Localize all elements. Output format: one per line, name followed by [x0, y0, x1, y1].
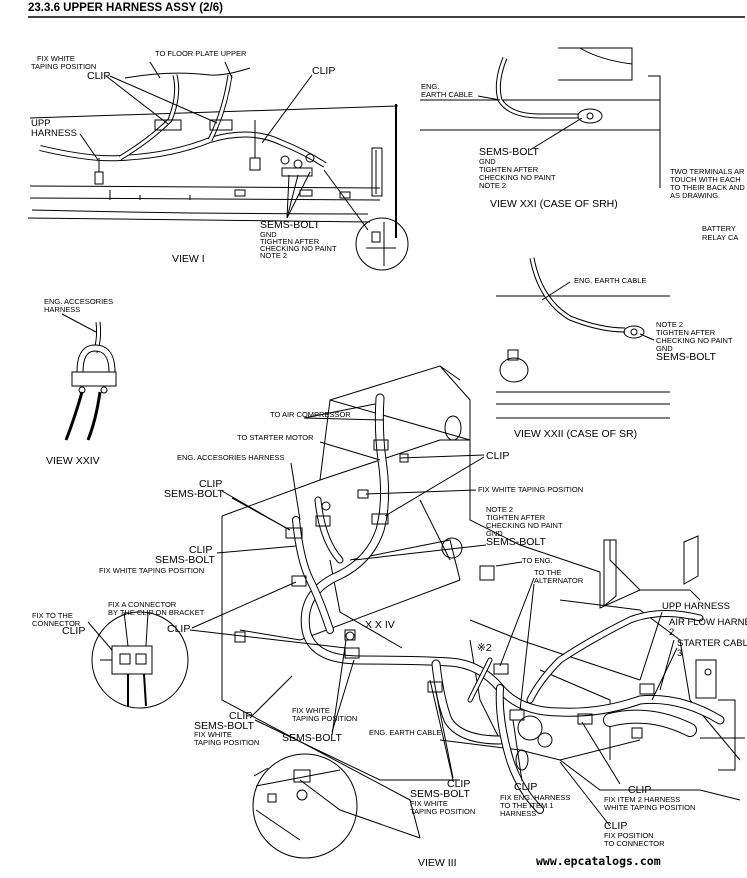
note-line: AS DRAWING.: [670, 191, 721, 200]
to-connector-label: TO CONNECTOR: [604, 839, 665, 848]
sems-bolt-label: SEMS-BOLT: [656, 351, 716, 363]
sems-bolt-label: SEMS-BOLT: [260, 219, 320, 231]
eng-label: ENG.: [421, 82, 440, 91]
gnd-label: GND: [479, 157, 496, 166]
sems-bolt-label: SEMS-BOLT: [282, 732, 342, 744]
fix-connector-label: FIX A CONNECTOR: [108, 600, 177, 609]
clip-label: CLIP: [189, 544, 213, 556]
taping-position-label: TAPING POSITION: [292, 714, 358, 723]
alternator-label: ALTERNATOR: [534, 576, 584, 585]
tighten-label: TIGHTEN AFTER: [479, 165, 539, 174]
checking-label: CHECKING NO PAINT: [260, 244, 337, 253]
gnd-label: GND: [486, 529, 503, 538]
view-i-label: VIEW I: [172, 253, 205, 265]
gnd-label: GND: [656, 344, 673, 353]
checking-label: CHECKING NO PAINT: [486, 521, 563, 530]
note-label: NOTE 2: [479, 181, 507, 190]
note-2-marker: ※2: [477, 642, 492, 654]
clip-label: CLIP: [604, 820, 628, 832]
note-label: NOTE 2: [656, 320, 684, 329]
air-compressor-label: TO AIR COMPRESSOR: [270, 410, 351, 419]
view-xxi-label: VIEW XXI (CASE OF SRH): [490, 198, 618, 210]
upp-harness-label: UPP HARNESS: [662, 601, 730, 612]
clip-label: CLIP: [62, 625, 86, 637]
fix-white-label: FIX WHITE: [37, 54, 75, 63]
fix-white-label: FIX WHITE: [410, 799, 448, 808]
view-xxiv-marker: X X IV: [365, 619, 395, 631]
num-2-label: 2: [669, 627, 675, 638]
sems-bolt-label: SEMS-BOLT: [155, 554, 215, 566]
battery-label: BATTERY: [702, 224, 736, 233]
fix-position-label: FIX POSITION: [604, 831, 654, 840]
clip-label: CLIP: [628, 784, 652, 796]
clip-label: CLIP: [87, 70, 111, 82]
view-xxii-label: VIEW XXII (CASE OF SR): [514, 428, 638, 440]
relay-label: RELAY CA: [702, 233, 739, 242]
clip-label: CLIP: [486, 450, 510, 462]
by-clip-label: BY THE CLIP ON BRACKET: [108, 608, 205, 617]
tighten-label: TIGHTEN AFTER: [656, 328, 716, 337]
taping-position-label: TAPING POSITION: [31, 62, 97, 71]
starter-motor-label: TO STARTER MOTOR: [237, 433, 314, 442]
taping-position-label: TAPING POSITION: [194, 738, 260, 747]
sems-bolt-label: SEMS-BOLT: [479, 146, 539, 158]
view-xxiv-drawing: [61, 313, 117, 441]
view-iii-label: VIEW III: [418, 857, 457, 869]
view-i-drawing: [27, 61, 409, 271]
note-label: NOTE 2: [486, 505, 514, 514]
fix-white-taping-label: FIX WHITE TAPING POSITION: [99, 566, 205, 575]
fix-white-label: FIX WHITE: [292, 706, 330, 715]
acc-harness-label: ENG. ACCESORIES HARNESS: [177, 453, 285, 462]
harness-label: HARNESS: [44, 305, 81, 314]
clip-label: CLIP: [229, 710, 253, 722]
clip-label: CLIP: [167, 623, 191, 635]
note-label: NOTE 2: [260, 251, 288, 260]
connector-label: CONNECTOR: [32, 619, 81, 628]
sems-bolt-label: SEMS-BOLT: [410, 788, 470, 800]
page-title: 23.3.6 UPPER HARNESS ASSY (2/6): [28, 2, 223, 14]
watermark: www.epcatalogs.com: [536, 854, 661, 868]
accesories-label: ENG. ACCESORIES: [44, 297, 114, 306]
sems-bolt-label: SEMS-BOLT: [486, 536, 546, 548]
fix-to-the-label: FIX TO THE: [32, 611, 73, 620]
tighten-label: TIGHTEN AFTER: [486, 513, 546, 522]
sems-bolt-label: SEMS-BOLT: [194, 720, 254, 732]
gnd-label: GND: [260, 230, 277, 239]
view-xxii-drawing: [496, 257, 670, 419]
floor-plate-label: TO FLOOR PLATE UPPER: [155, 49, 247, 58]
white-taping-label: WHITE TAPING POSITION: [604, 803, 696, 812]
fix-white-taping-label: FIX WHITE TAPING POSITION: [478, 485, 584, 494]
checking-label: CHECKING NO PAINT: [479, 173, 556, 182]
taping-position-label: TAPING POSITION: [410, 807, 476, 816]
sems-bolt-label: SEMS-BOLT: [164, 488, 224, 500]
num-3-label: 3: [677, 648, 683, 659]
note-line: TO THEIR BACK AND: [670, 183, 745, 192]
view-xxiv-label: VIEW XXIV: [46, 455, 100, 467]
to-eng-label: TO ENG.: [522, 556, 553, 565]
view-iii-drawing: [87, 365, 745, 859]
upp-label: UPP: [31, 118, 51, 129]
fix-item2-label: FIX ITEM 2 HARNESS: [604, 795, 681, 804]
to-the-label: TO THE: [534, 568, 562, 577]
fix-white-label: FIX WHITE: [194, 730, 232, 739]
checking-label: CHECKING NO PAINT: [656, 336, 733, 345]
to-item-label: TO THE ITEM 1: [500, 801, 554, 810]
tighten-label: TIGHTEN AFTER: [260, 237, 320, 246]
earth-cable-label: ENG. EARTH CABLE: [369, 728, 442, 737]
note-line: TOUCH WITH EACH: [670, 175, 741, 184]
harness-label: HARNESS: [31, 128, 77, 139]
clip-label: CLIP: [447, 778, 471, 790]
earth-cable-label: EARTH CABLE: [421, 90, 473, 99]
air-flow-label: AIR FLOW HARNE: [669, 617, 747, 628]
note-line: TWO TERMINALS AR: [670, 167, 745, 176]
harness-label: HARNESS: [500, 809, 537, 818]
fix-eng-harness-label: FIX ENG. HARNESS: [500, 793, 571, 802]
clip-label: CLIP: [312, 65, 336, 77]
clip-label: CLIP: [199, 478, 223, 490]
earth-cable-label: ENG. EARTH CABLE: [574, 276, 647, 285]
clip-label: CLIP: [514, 781, 538, 793]
starter-cable-label: STARTER CABL: [677, 638, 747, 649]
view-xxi-drawing: [420, 47, 661, 188]
